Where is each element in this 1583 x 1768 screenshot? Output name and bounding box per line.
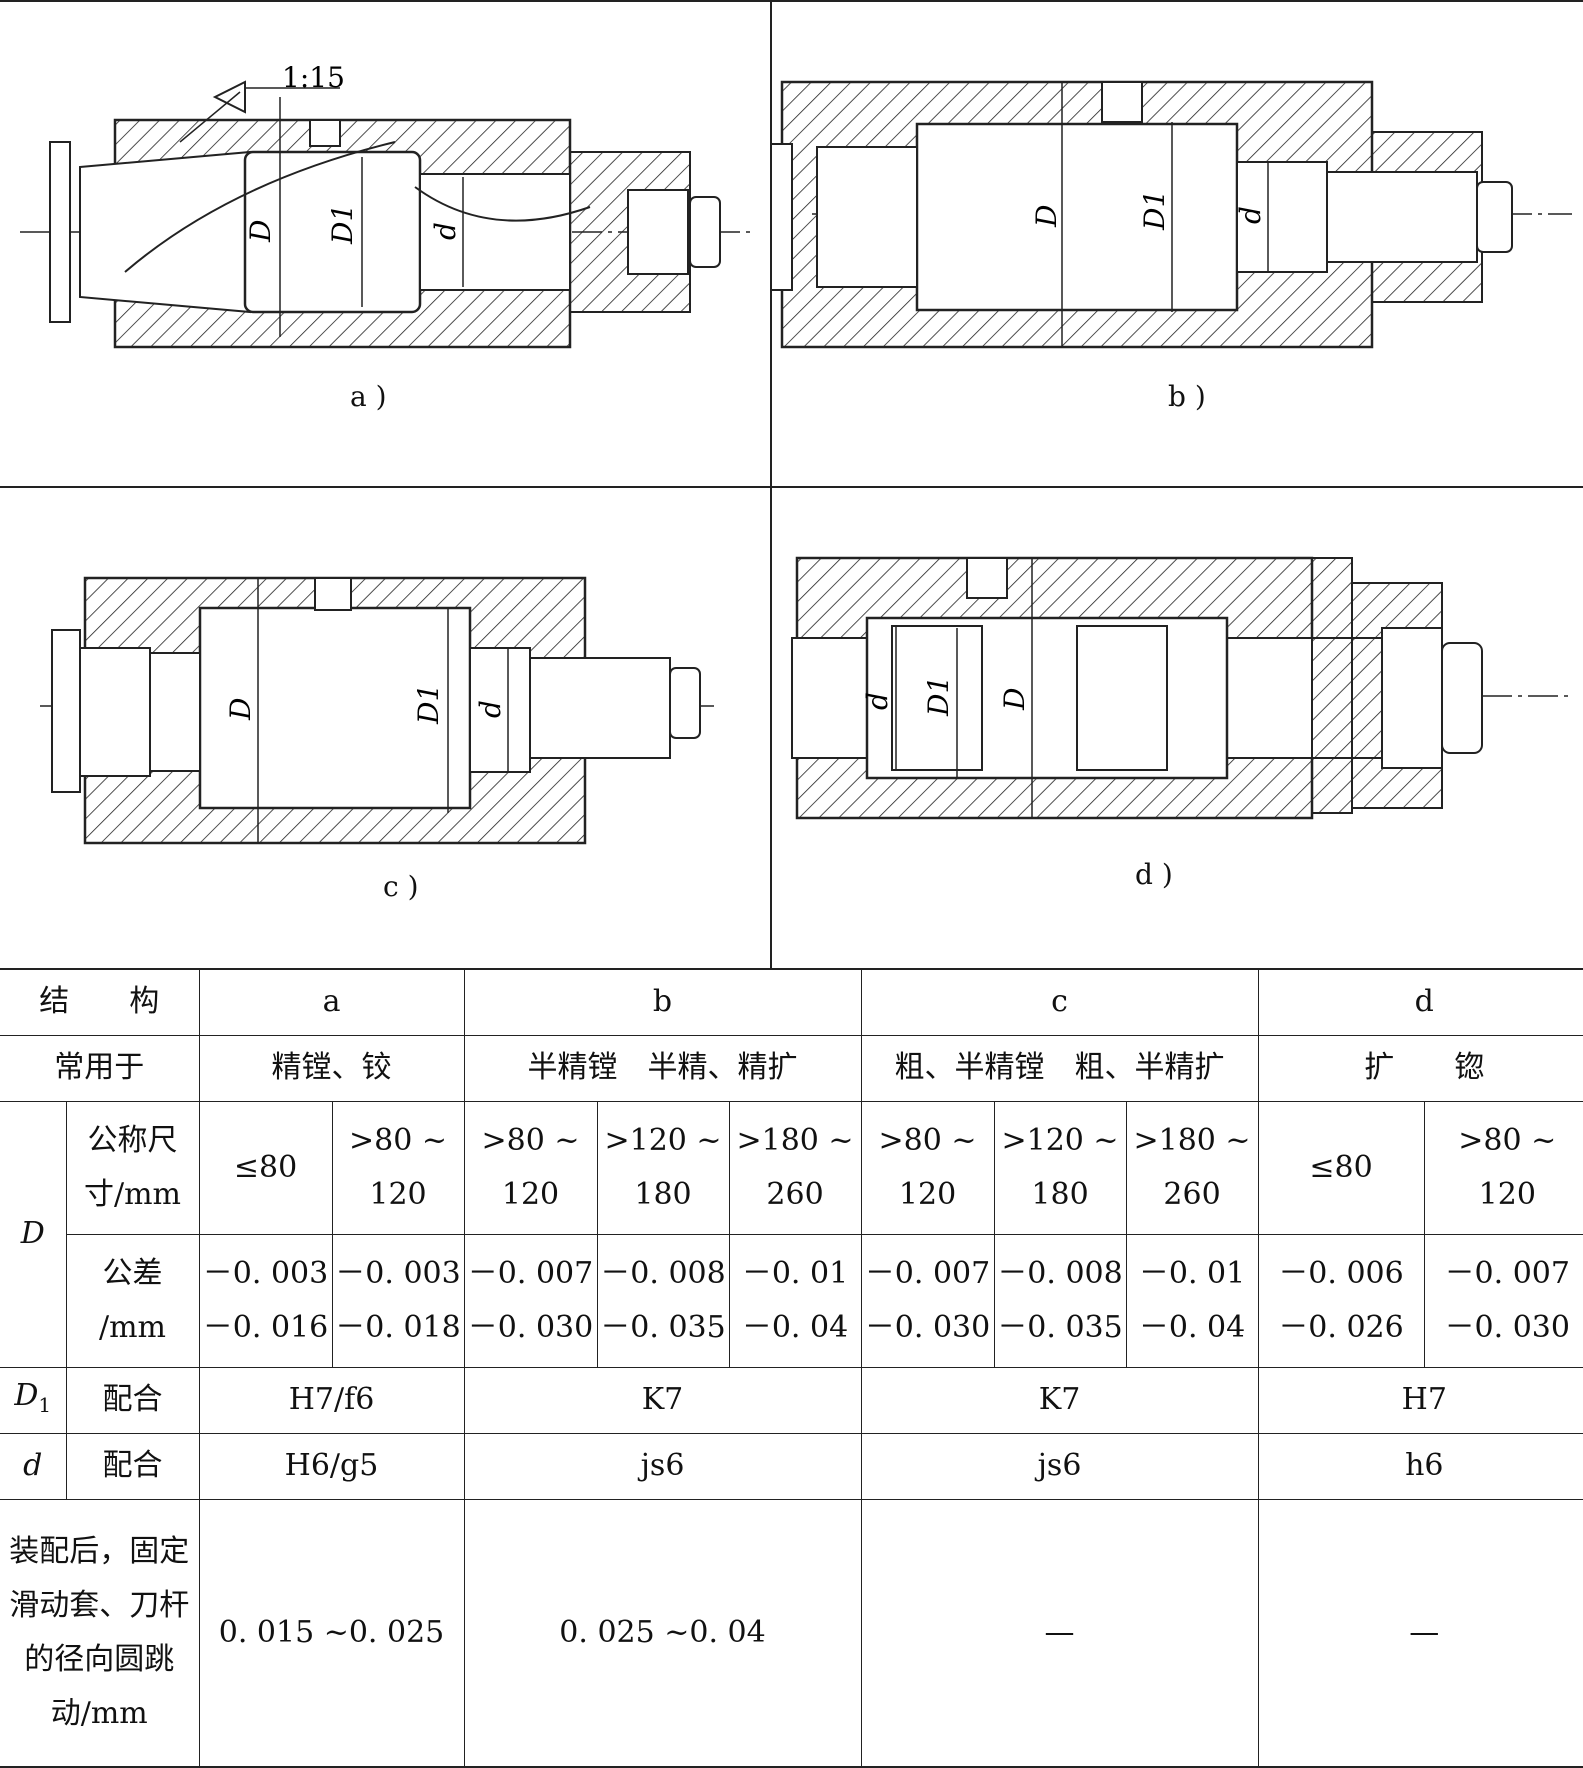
usage-d: 扩 锪 <box>1257 1034 1583 1102</box>
D-symbol: D <box>0 1100 67 1368</box>
nominal-cell: >80 ~ 120 <box>463 1100 598 1235</box>
dim-D1-a: D1 <box>326 204 359 245</box>
horizontal-divider <box>0 486 1583 488</box>
D1-fit-d: H7 <box>1257 1366 1583 1434</box>
dim-D1-d: D1 <box>922 676 955 717</box>
nominal-cell: ≤80 <box>198 1100 333 1235</box>
caption-a: a ) <box>350 380 387 413</box>
nominal-cell: >120 ~ 180 <box>596 1100 730 1235</box>
spec-table: 结 构 a b c d 常用于 精镗、铰 半精镗 半精、精扩 粗、半精镗 粗、半… <box>0 968 1583 1768</box>
figure-a: 1:15 D D1 d a ) <box>0 2 770 486</box>
row-structure: 结 构 a b c d <box>0 968 1583 1036</box>
nominal-cell: >80 ~ 120 <box>860 1100 995 1235</box>
nominal-cell: ≤80 <box>1257 1100 1425 1235</box>
runout-label: 装配后，固定滑动套、刀杆的径向圆跳动/mm <box>0 1498 200 1768</box>
d-symbol: d <box>0 1432 67 1500</box>
dim-D-a: D <box>244 220 277 243</box>
D1-fit-label: 配合 <box>65 1366 200 1434</box>
caption-d: d ) <box>1135 858 1173 891</box>
taper-label: 1:15 <box>282 61 345 94</box>
structure-d: d <box>1257 968 1583 1036</box>
row-D1-fit: D1 配合 H7/f6 K7 K7 H7 <box>0 1366 1583 1434</box>
figure-d: d D1 D d ) <box>772 488 1583 970</box>
nominal-cell: >180 ~ 260 <box>728 1100 862 1235</box>
dim-D-b: D <box>1030 205 1063 228</box>
dim-d-d: d <box>861 692 894 710</box>
D1-symbol: D1 <box>0 1366 67 1434</box>
caption-b: b ) <box>1168 380 1206 413</box>
dim-d-c: d <box>474 700 507 718</box>
runout-a: 0. 015 ~0. 025 <box>198 1498 465 1768</box>
runout-b: 0. 025 ~0. 04 <box>463 1498 862 1768</box>
tolerance-cell: －0. 008 －0. 035 <box>993 1233 1127 1368</box>
nominal-cell: >180 ~ 260 <box>1125 1100 1259 1235</box>
figure-c: D D1 d c ) <box>0 488 770 970</box>
row-runout: 装配后，固定滑动套、刀杆的径向圆跳动/mm 0. 015 ~0. 025 0. … <box>0 1498 1583 1768</box>
runout-c: — <box>860 1498 1259 1768</box>
nominal-label: 公称尺 寸/mm <box>65 1100 200 1235</box>
figure-d-drawing: d D1 D <box>791 556 1572 820</box>
row-tolerance: 公差 /mm －0. 003 －0. 016 －0. 003 －0. 018 －… <box>0 1233 1583 1368</box>
D1-fit-c: K7 <box>860 1366 1259 1434</box>
d-fit-c: js6 <box>860 1432 1259 1500</box>
usage-label: 常用于 <box>0 1034 200 1102</box>
dim-d-a: d <box>429 222 462 240</box>
D1-fit-b: K7 <box>463 1366 862 1434</box>
tolerance-cell: －0. 007 －0. 030 <box>463 1233 598 1368</box>
caption-c: c ) <box>383 870 419 903</box>
tolerance-cell: －0. 007 －0. 030 <box>1423 1233 1583 1368</box>
D1-symbol-letter: D <box>14 1377 39 1413</box>
tolerance-cell: －0. 01 －0. 04 <box>728 1233 862 1368</box>
d-fit-a: H6/g5 <box>198 1432 465 1500</box>
usage-c: 粗、半精镗 粗、半精扩 <box>860 1034 1259 1102</box>
figure-b: D D1 d b ) <box>772 2 1583 486</box>
tolerance-cell: －0. 006 －0. 026 <box>1257 1233 1425 1368</box>
tolerance-cell: －0. 008 －0. 035 <box>596 1233 730 1368</box>
dim-D1-b: D1 <box>1138 190 1171 231</box>
figure-a-drawing: 1:15 D D1 d <box>20 61 750 349</box>
figure-grid: 1:15 D D1 d a ) D D1 d b ) <box>0 0 1583 970</box>
D1-fit-a: H7/f6 <box>198 1366 465 1434</box>
row-nominal: D 公称尺 寸/mm ≤80 >80 ~ 120 >80 ~ 120 >120 … <box>0 1100 1583 1368</box>
tolerance-cell: －0. 01 －0. 04 <box>1125 1233 1259 1368</box>
dim-D-d: D <box>998 688 1031 711</box>
d-fit-label: 配合 <box>65 1432 200 1500</box>
structure-c: c <box>860 968 1259 1036</box>
usage-a: 精镗、铰 <box>198 1034 465 1102</box>
tolerance-cell: －0. 003 －0. 018 <box>331 1233 465 1368</box>
row-d-fit: d 配合 H6/g5 js6 js6 h6 <box>0 1432 1583 1500</box>
dim-D1-c: D1 <box>412 684 445 725</box>
D1-symbol-subscript: 1 <box>38 1392 52 1417</box>
tolerance-cell: －0. 007 －0. 030 <box>860 1233 995 1368</box>
nominal-cell: >120 ~ 180 <box>993 1100 1127 1235</box>
structure-a: a <box>198 968 465 1036</box>
nominal-cell: >80 ~ 120 <box>1423 1100 1583 1235</box>
dim-d-b: d <box>1234 206 1267 224</box>
d-fit-d: h6 <box>1257 1432 1583 1500</box>
usage-b: 半精镗 半精、精扩 <box>463 1034 862 1102</box>
dim-D-c: D <box>224 698 257 721</box>
figure-b-drawing: D D1 d <box>772 80 1572 349</box>
structure-b: b <box>463 968 862 1036</box>
tolerance-label: 公差 /mm <box>66 1233 200 1368</box>
structure-label: 结 构 <box>0 968 200 1036</box>
runout-d: — <box>1257 1498 1583 1768</box>
row-usage: 常用于 精镗、铰 半精镗 半精、精扩 粗、半精镗 粗、半精扩 扩 锪 <box>0 1034 1583 1102</box>
nominal-cell: >80 ~ 120 <box>331 1100 465 1235</box>
d-fit-b: js6 <box>463 1432 862 1500</box>
figure-c-drawing: D D1 d <box>40 576 720 845</box>
tolerance-cell: －0. 003 －0. 016 <box>198 1233 333 1368</box>
